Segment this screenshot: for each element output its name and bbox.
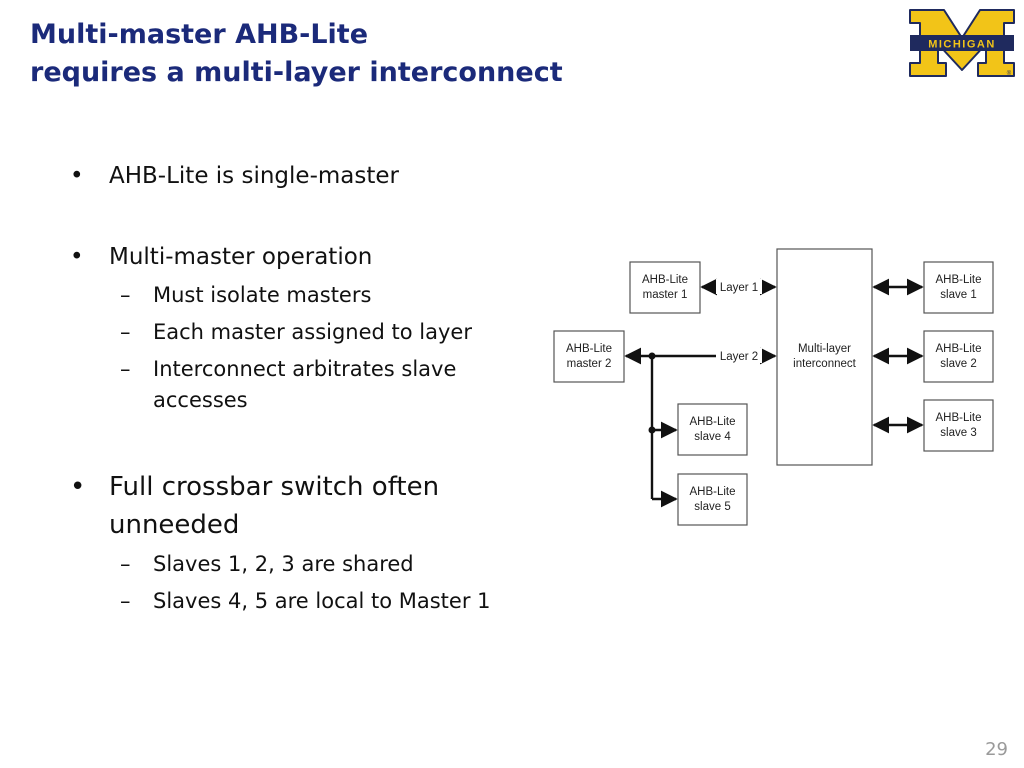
master-1-label-line-1: AHB-Lite	[642, 274, 688, 286]
layer-2-label-bg	[716, 348, 762, 363]
sub-bullet-marker: –	[120, 283, 131, 307]
slide-title-line-1: Multi-master AHB-Lite	[30, 19, 369, 50]
slave-4-label-line-1: AHB-Lite	[689, 416, 735, 428]
sub-bullet-text: Must isolate masters	[153, 283, 372, 307]
sub-bullet-marker: –	[120, 552, 131, 576]
sub-bullet-item: – Slaves 1, 2, 3 are shared	[120, 549, 540, 580]
multi-layer-interconnect-block: Multi-layer interconnect	[776, 248, 873, 466]
slide-title: Multi-master AHB-Lite requires a multi-l…	[30, 16, 563, 92]
slave-2-label-line-2: slave 2	[940, 358, 976, 370]
master-2-block: AHB-Lite master 2	[553, 330, 625, 383]
slave-3-block: AHB-Lite slave 3	[923, 399, 994, 452]
master-2-label-line-2: master 2	[567, 358, 612, 370]
ahb-lite-diagram: AHB-Lite master 1 AHB-Lite master 2 Mult…	[553, 248, 994, 526]
michigan-logo: MICHIGAN ®	[909, 9, 1015, 77]
sub-bullet-item: – Interconnect arbitrates slave accesses	[120, 354, 500, 416]
bullet-marker: •	[70, 163, 84, 189]
master-1-label-line-2: master 1	[643, 289, 688, 301]
interconnect-label-line-2: interconnect	[793, 358, 856, 370]
slave-4-label-line-2: slave 4	[694, 431, 731, 443]
page-number: 29	[985, 739, 1008, 760]
bullet-marker: •	[70, 244, 84, 270]
sub-bullet-marker: –	[120, 589, 131, 613]
slave-2-label-line-1: AHB-Lite	[935, 343, 981, 355]
slave-1-block: AHB-Lite slave 1	[923, 261, 994, 314]
slave-3-label-line-1: AHB-Lite	[935, 412, 981, 424]
logo-text: MICHIGAN	[928, 39, 996, 51]
slave-5-label-line-1: AHB-Lite	[689, 486, 735, 498]
layer-1-label: Layer 1	[720, 282, 758, 294]
sub-bullet-item: – Each master assigned to layer	[120, 317, 540, 348]
slave-2-block: AHB-Lite slave 2	[923, 330, 994, 383]
sub-bullet-text: Slaves 1, 2, 3 are shared	[153, 552, 414, 576]
slave-4-block: AHB-Lite slave 4	[677, 403, 748, 456]
master-2-label-line-1: AHB-Lite	[566, 343, 612, 355]
sub-bullet-text: Interconnect arbitrates slave accesses	[153, 357, 457, 412]
bullet-marker: •	[70, 472, 86, 502]
bullet-text: Full crossbar switch often unneeded	[109, 472, 440, 540]
slave-5-label-line-2: slave 5	[694, 501, 730, 513]
sub-bullet-item: – Slaves 4, 5 are local to Master 1	[120, 586, 540, 617]
layer-2-label: Layer 2	[720, 351, 758, 363]
sub-bullet-marker: –	[120, 320, 131, 344]
bullet-text: AHB-Lite is single-master	[109, 163, 399, 189]
bullet-item: • Multi-master operation	[70, 239, 540, 275]
sub-bullet-item: – Must isolate masters	[120, 280, 540, 311]
master-1-block: AHB-Lite master 1	[629, 261, 701, 314]
bullet-text: Multi-master operation	[109, 244, 373, 270]
interconnect-label-line-1: Multi-layer	[798, 343, 851, 355]
slave-1-label-line-2: slave 1	[940, 289, 976, 301]
slave-5-block: AHB-Lite slave 5	[677, 473, 748, 526]
logo-registered-mark: ®	[1007, 70, 1012, 77]
bullet-item: • Full crossbar switch often unneeded	[70, 468, 500, 544]
slave-3-label-line-2: slave 3	[940, 427, 976, 439]
slide-title-line-2: requires a multi-layer interconnect	[30, 57, 563, 88]
sub-bullet-text: Slaves 4, 5 are local to Master 1	[153, 589, 491, 613]
logo-banner	[910, 35, 1014, 51]
bullet-item: • AHB-Lite is single-master	[70, 158, 540, 194]
sub-bullet-marker: –	[120, 357, 131, 381]
slave-1-label-line-1: AHB-Lite	[935, 274, 981, 286]
layer-1-label-bg	[716, 279, 762, 294]
sub-bullet-text: Each master assigned to layer	[153, 320, 472, 344]
